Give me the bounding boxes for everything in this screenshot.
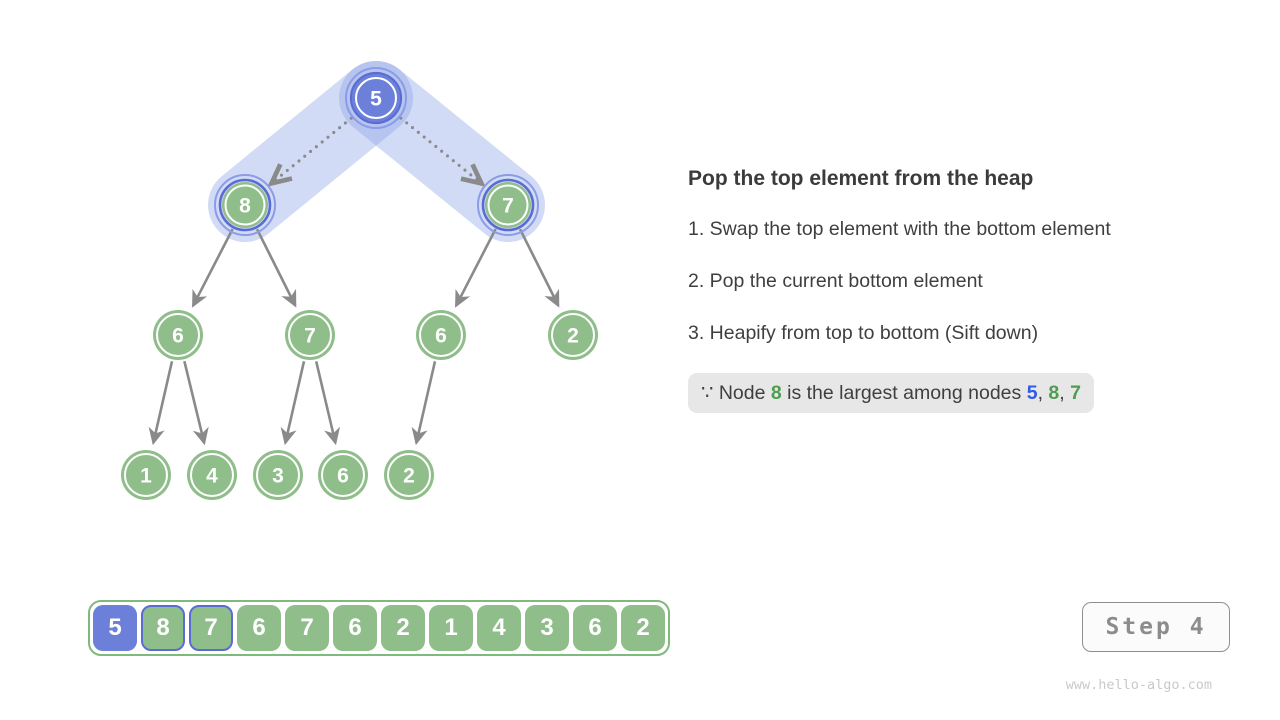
array-cell: 2 xyxy=(621,605,665,651)
tree-node: 7 xyxy=(285,310,335,360)
note-text-segment: ∵ Node xyxy=(701,382,771,404)
tree-node: 1 xyxy=(121,450,171,500)
explanation-panel: Pop the top element from the heap 1. Swa… xyxy=(688,166,1218,413)
tree-node: 4 xyxy=(187,450,237,500)
node-value: 5 xyxy=(370,88,382,111)
node-value: 7 xyxy=(304,325,316,348)
step-list: 1. Swap the top element with the bottom … xyxy=(688,217,1218,345)
array-cell: 4 xyxy=(477,605,521,651)
node-value: 6 xyxy=(172,325,184,348)
note-text-segment: 7 xyxy=(1070,382,1081,404)
tree-node: 5 xyxy=(345,67,407,129)
array-cell: 2 xyxy=(381,605,425,651)
tree-node: 6 xyxy=(416,310,466,360)
array-cell: 6 xyxy=(237,605,281,651)
tree-node: 6 xyxy=(318,450,368,500)
panel-title: Pop the top element from the heap xyxy=(688,167,1034,190)
array-cell: 6 xyxy=(333,605,377,651)
node-value: 4 xyxy=(206,465,218,488)
tree-edge xyxy=(148,361,174,446)
note-text-segment: 8 xyxy=(770,382,782,404)
tree-edge xyxy=(191,228,234,308)
node-value: 6 xyxy=(337,465,349,488)
array-cell: 5 xyxy=(93,605,137,651)
array-cell: 6 xyxy=(573,605,617,651)
node-value: 1 xyxy=(140,465,152,488)
tree-node: 7 xyxy=(477,174,539,236)
node-value: 7 xyxy=(502,195,514,218)
step-item: 2. Pop the current bottom element xyxy=(688,270,983,292)
step-item: 3. Heapify from top to bottom (Sift down… xyxy=(688,322,1039,344)
tree-edge xyxy=(314,360,341,446)
tree-edge xyxy=(411,361,437,446)
watermark: www.hello-algo.com xyxy=(1065,677,1212,693)
heap-tree-diagram: 5 8 7 6 7 6 2 1 4 3 6 2 xyxy=(121,61,598,500)
step-indicator-button[interactable]: Step 4 xyxy=(1082,602,1230,652)
node-value: 6 xyxy=(435,325,447,348)
array-cell: 1 xyxy=(429,605,473,651)
tree-edge xyxy=(518,228,560,308)
tree-node: 6 xyxy=(153,310,203,360)
tree-edge xyxy=(454,228,497,308)
note-box: ∵ Node 8 is the largest among nodes 5, 8… xyxy=(688,373,1094,413)
note-text-segment: 5 xyxy=(1026,382,1038,404)
tree-node: 2 xyxy=(548,310,598,360)
note-text-segment: is the largest among nodes xyxy=(781,382,1027,404)
array-cell: 7 xyxy=(189,605,233,651)
node-value: 3 xyxy=(272,465,284,488)
node-value: 2 xyxy=(403,465,415,488)
tree-node: 8 xyxy=(214,174,276,236)
node-value: 2 xyxy=(567,325,579,348)
array-cell: 3 xyxy=(525,605,569,651)
note-text-segment: , xyxy=(1037,382,1049,404)
tree-node: 2 xyxy=(384,450,434,500)
step-item: 1. Swap the top element with the bottom … xyxy=(688,218,1111,240)
swap-arrow xyxy=(274,116,353,181)
array-cell: 8 xyxy=(141,605,185,651)
tree-edge xyxy=(183,360,209,446)
tree-edge xyxy=(255,228,297,308)
note-text-segment: 8 xyxy=(1048,382,1060,404)
tree-edge xyxy=(280,361,306,446)
tree-node: 3 xyxy=(253,450,303,500)
note-text-segment: , xyxy=(1059,382,1071,404)
array-cell: 7 xyxy=(285,605,329,651)
node-value: 8 xyxy=(239,195,251,218)
